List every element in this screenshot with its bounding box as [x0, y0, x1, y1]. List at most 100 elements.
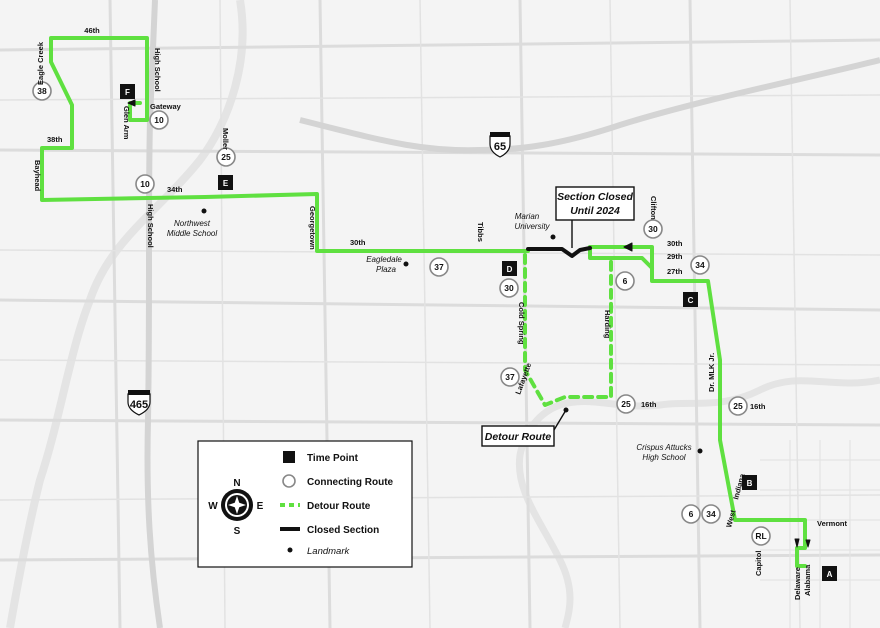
street-29th: 29th — [667, 252, 683, 261]
arrow-icon — [794, 538, 800, 548]
bus-route — [40, 36, 811, 568]
route-badge-6-north: 6 — [615, 271, 635, 291]
svg-text:A: A — [827, 570, 833, 579]
landmark-dot-icon — [550, 234, 556, 240]
interstate-65-label: 65 — [494, 141, 506, 153]
svg-text:25: 25 — [221, 152, 231, 162]
time-point-c: C — [683, 292, 698, 307]
legend-time-point-icon — [283, 451, 295, 463]
svg-text:F: F — [125, 88, 130, 97]
svg-text:RL: RL — [755, 531, 766, 541]
landmark-northwest-ms-1: Northwest — [174, 219, 211, 228]
street-labels: 46th Eagle Creek High School Gateway Gle… — [33, 26, 848, 600]
interstate-465-label: 465 — [130, 399, 148, 411]
route-badge-6-south: 6 — [681, 504, 701, 524]
white-river — [515, 376, 880, 628]
street-cold-spring: Cold Spring — [517, 302, 526, 345]
street-capitol: Capitol — [754, 551, 763, 576]
compass-south: S — [234, 526, 241, 537]
legend-connecting-route: Connecting Route — [307, 477, 394, 488]
legend-landmark-icon — [287, 547, 293, 553]
route-loop-29th — [588, 245, 654, 270]
svg-text:10: 10 — [154, 115, 164, 125]
street-dr-mlk: Dr. MLK Jr. — [707, 353, 716, 392]
route-badge-rl: RL — [751, 526, 771, 546]
svg-text:25: 25 — [621, 399, 631, 409]
route-badge-34-north: 34 — [690, 255, 710, 275]
route-badge-30-east: 30 — [643, 219, 663, 239]
street-27th: 27th — [667, 267, 683, 276]
svg-text:25: 25 — [733, 401, 743, 411]
svg-text:37: 37 — [505, 372, 515, 382]
svg-text:D: D — [507, 265, 513, 274]
route-badge-25-east: 25 — [728, 396, 748, 416]
street-alabama: Alabama — [803, 564, 812, 596]
landmark-eagledale-1: Eagledale — [366, 255, 402, 264]
svg-text:E: E — [223, 179, 229, 188]
compass-north: N — [233, 478, 240, 489]
legend-landmark: Landmark — [307, 546, 350, 557]
time-points: F E D C B A — [120, 84, 837, 581]
street-tibbs: Tibbs — [476, 222, 485, 242]
closed-section-callout: Section Closed Until 2024 — [555, 186, 635, 248]
street-glen-arm: Glen Arm — [122, 106, 131, 140]
street-38th: 38th — [47, 135, 63, 144]
street-eagle-creek: Eagle Creek — [36, 41, 45, 85]
street-bayhead: Bayhead — [33, 160, 42, 192]
route-line-east — [588, 245, 807, 568]
route-badge-25-north: 25 — [216, 147, 236, 167]
compass-icon: N S E W — [208, 478, 263, 537]
closed-callout-line1: Section Closed — [557, 191, 633, 203]
svg-text:6: 6 — [623, 276, 628, 286]
landmark-dot-icon — [403, 261, 409, 267]
route-badge-38: 38 — [32, 81, 52, 101]
closed-section — [526, 246, 592, 258]
detour-route — [523, 253, 613, 407]
street-16th-east: 16th — [750, 402, 766, 411]
arrow-icon — [127, 99, 136, 107]
street-gateway: Gateway — [150, 102, 182, 111]
compass-west: W — [208, 501, 218, 512]
svg-text:10: 10 — [140, 179, 150, 189]
svg-text:34: 34 — [706, 509, 716, 519]
arrow-icon — [805, 539, 811, 548]
time-point-d: D — [502, 261, 517, 276]
street-16th-west: 16th — [641, 400, 657, 409]
arrow-icon — [623, 242, 633, 252]
svg-text:30: 30 — [648, 224, 658, 234]
street-high-school-north: High School — [153, 48, 162, 92]
detour-callout-label: Detour Route — [485, 431, 552, 443]
landmark-dot-icon — [201, 208, 207, 214]
svg-text:6: 6 — [689, 509, 694, 519]
street-34th: 34th — [167, 185, 183, 194]
route-badge-25-mid: 25 — [616, 394, 636, 414]
interstate-65-shield: 65 — [489, 132, 511, 158]
legend-time-point: Time Point — [307, 453, 359, 464]
street-georgetown: Georgetown — [308, 206, 317, 250]
route-badge-10-north: 10 — [149, 110, 169, 130]
interstate-465-shield: 465 — [127, 390, 151, 416]
compass-east: E — [257, 501, 264, 512]
legend: N S E W Time Point Connecting Route Deto… — [197, 440, 413, 568]
street-vermont: Vermont — [817, 519, 848, 528]
street-delaware: Delaware — [793, 567, 802, 600]
street-high-school-south: High School — [146, 204, 155, 248]
svg-text:B: B — [747, 479, 753, 488]
detour-route-callout: Detour Route — [481, 409, 567, 447]
landmark-labels: Northwest Middle School Eagledale Plaza … — [167, 212, 692, 462]
svg-text:C: C — [688, 296, 694, 305]
street-46th: 46th — [84, 26, 100, 35]
svg-text:30: 30 — [504, 283, 514, 293]
street-30th-east: 30th — [667, 239, 683, 248]
street-clifton: Clifton — [649, 196, 658, 220]
landmark-northwest-ms-2: Middle School — [167, 229, 217, 238]
landmark-eagledale-2: Plaza — [376, 265, 397, 274]
legend-connecting-route-icon — [282, 474, 296, 488]
closed-callout-line2: Until 2024 — [570, 205, 620, 217]
landmark-marian-1: Marian — [515, 212, 540, 221]
landmark-dot-icon — [697, 448, 703, 454]
downtown-grid — [760, 440, 880, 628]
svg-text:37: 37 — [434, 262, 444, 272]
time-point-a: A — [822, 566, 837, 581]
